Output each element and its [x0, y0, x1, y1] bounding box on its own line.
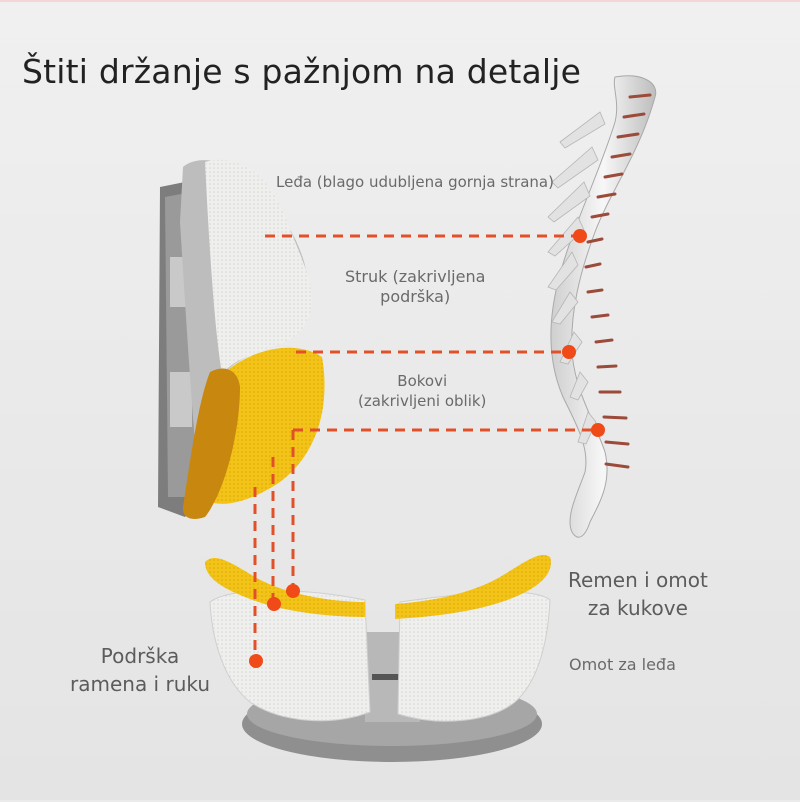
callout-dots [249, 229, 605, 668]
label-belt-line2: za kukove [587, 596, 688, 620]
label-support-line1: Podrška [100, 644, 180, 668]
label-waist-line2: podrška) [380, 287, 451, 306]
label-waist-line1: Struk (zakrivljena [345, 267, 486, 286]
label-belt: Remen i omot za kukove [568, 566, 708, 622]
callout-lines [253, 234, 596, 662]
label-support: Podrška ramena i ruku [70, 642, 210, 698]
label-hips: Bokovi (zakrivljeni oblik) [358, 371, 486, 411]
page-title: Štiti držanje s pažnjom na detalje [22, 52, 582, 91]
label-back-wrap: Omot za leđa [569, 655, 676, 674]
seat-base-front-view [205, 554, 551, 762]
label-waist: Struk (zakrivljena podrška) [345, 267, 485, 307]
label-back: Leđa (blago udubljena gornja strana) [276, 173, 554, 191]
label-support-line2: ramena i ruku [70, 672, 211, 696]
label-hips-line2: (zakrivljeni oblik) [358, 392, 487, 410]
back-support-side-view [158, 159, 325, 519]
label-belt-line1: Remen i omot [568, 568, 708, 592]
label-hips-line1: Bokovi [397, 372, 448, 390]
spine-illustration [547, 75, 657, 538]
